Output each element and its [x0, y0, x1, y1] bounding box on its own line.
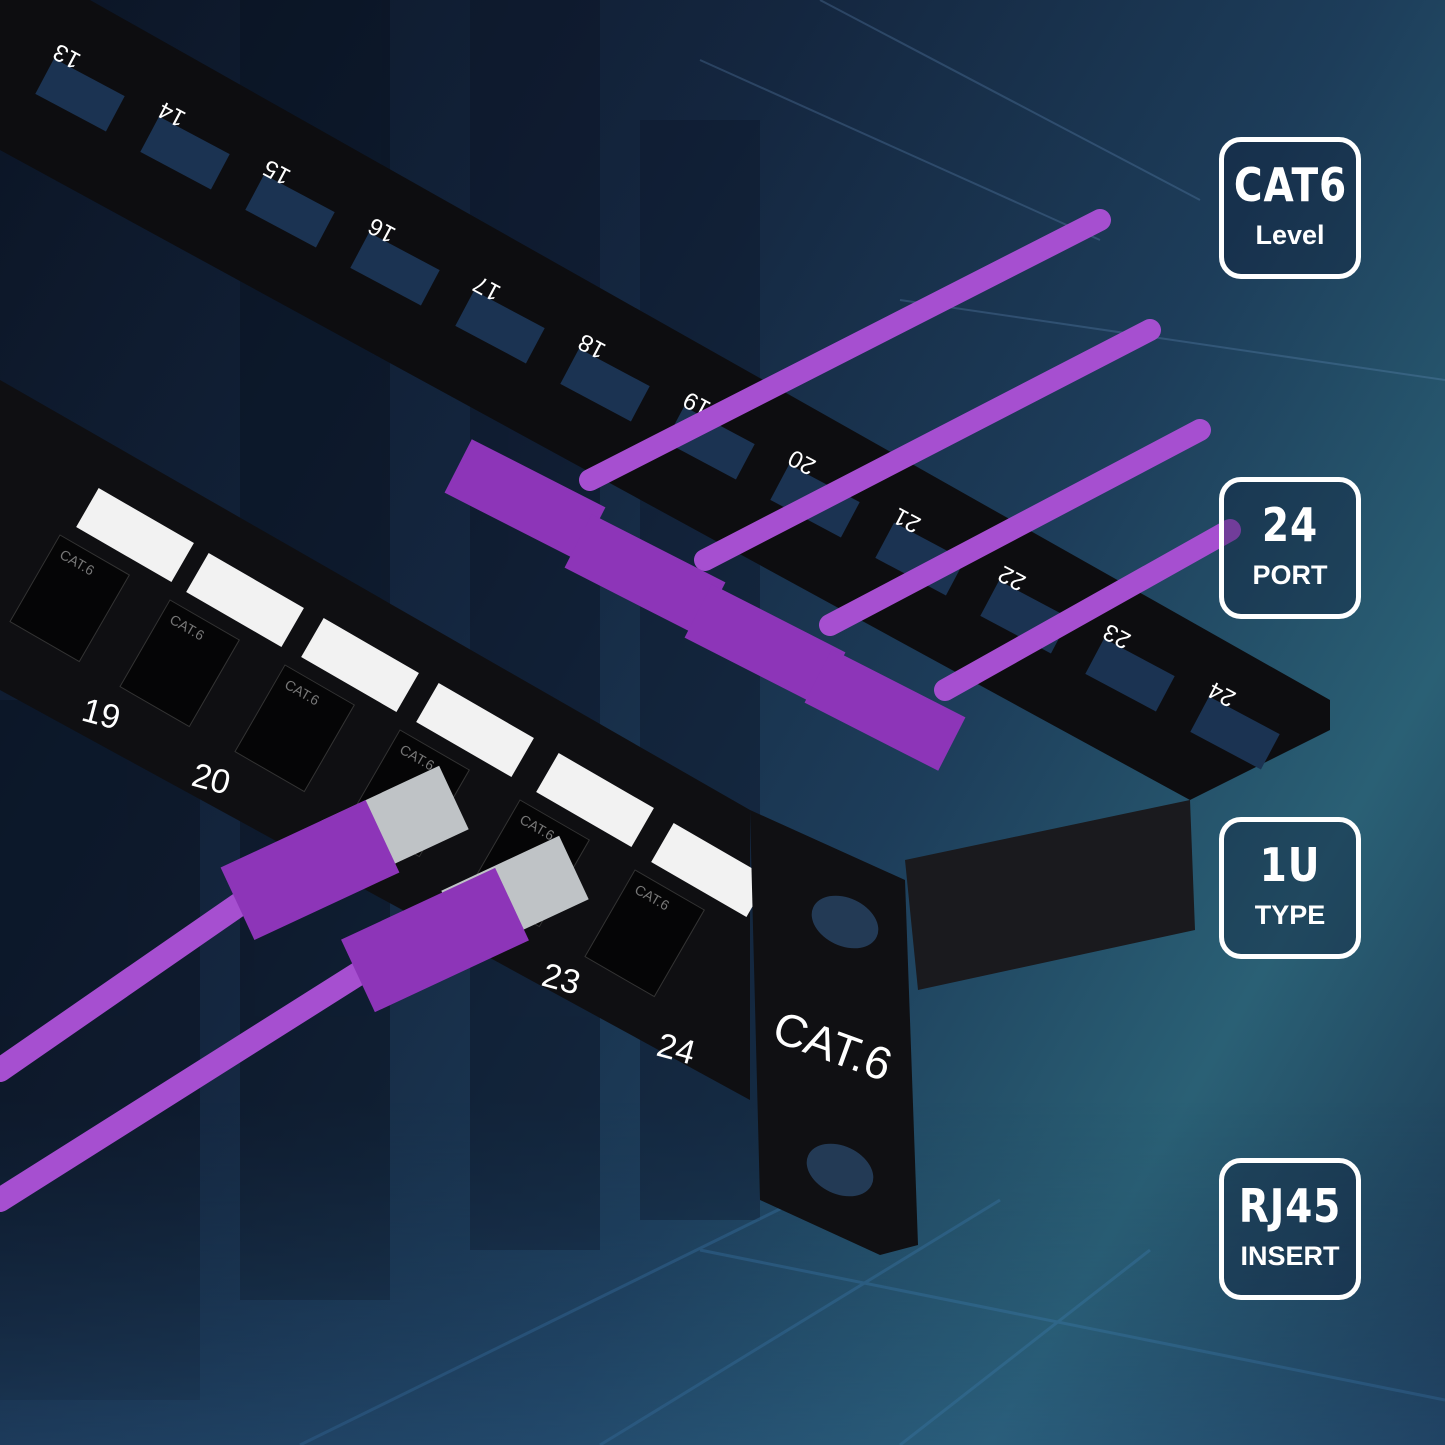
top-slot: [140, 116, 230, 190]
badge-1u-type: 1U TYPE: [1219, 817, 1361, 959]
patch-panel-front-face: [0, 380, 750, 1100]
rj45-plugs-front: [220, 765, 589, 1013]
badge-subtitle: INSERT: [1240, 1241, 1340, 1271]
port-label-strip: [651, 823, 769, 918]
badge-subtitle: TYPE: [1254, 900, 1326, 930]
port-label-strip: [76, 488, 194, 583]
port-label-strip: [416, 683, 534, 778]
top-slot: [455, 290, 545, 364]
badge-title: CAT6: [1233, 158, 1348, 212]
top-slot: [560, 348, 650, 422]
badge-title: 24: [1261, 498, 1319, 552]
cables-left: [0, 878, 392, 1212]
badge-subtitle: PORT: [1252, 560, 1328, 590]
rj45-jack: [119, 599, 240, 728]
badge-rj45-insert: RJ45 INSERT: [1219, 1158, 1361, 1300]
top-slot: [1190, 696, 1280, 770]
top-slot: [245, 174, 335, 248]
rj45-jack: [234, 664, 355, 793]
top-slot: [1085, 638, 1175, 712]
badge-title: 1U: [1259, 838, 1321, 892]
badge-24-port: 24 PORT: [1219, 477, 1361, 619]
side-bracket: [905, 800, 1195, 990]
cables-right: [579, 209, 1241, 701]
top-slot: [350, 232, 440, 306]
port-label-strip: [536, 753, 654, 848]
badge-subtitle: Level: [1255, 220, 1325, 250]
rj45-jack: [9, 534, 130, 663]
port-label-strip: [186, 553, 304, 648]
badge-title: RJ45: [1238, 1179, 1342, 1233]
mount-hole-bottom: [806, 1143, 874, 1197]
top-slot: [35, 58, 125, 132]
rj45-jack: [584, 869, 705, 998]
rj45-plugs-top: [444, 439, 966, 771]
badge-cat6-level: CAT6 Level: [1219, 137, 1361, 279]
mount-hole-top: [811, 895, 879, 949]
port-label-strip: [301, 618, 419, 713]
